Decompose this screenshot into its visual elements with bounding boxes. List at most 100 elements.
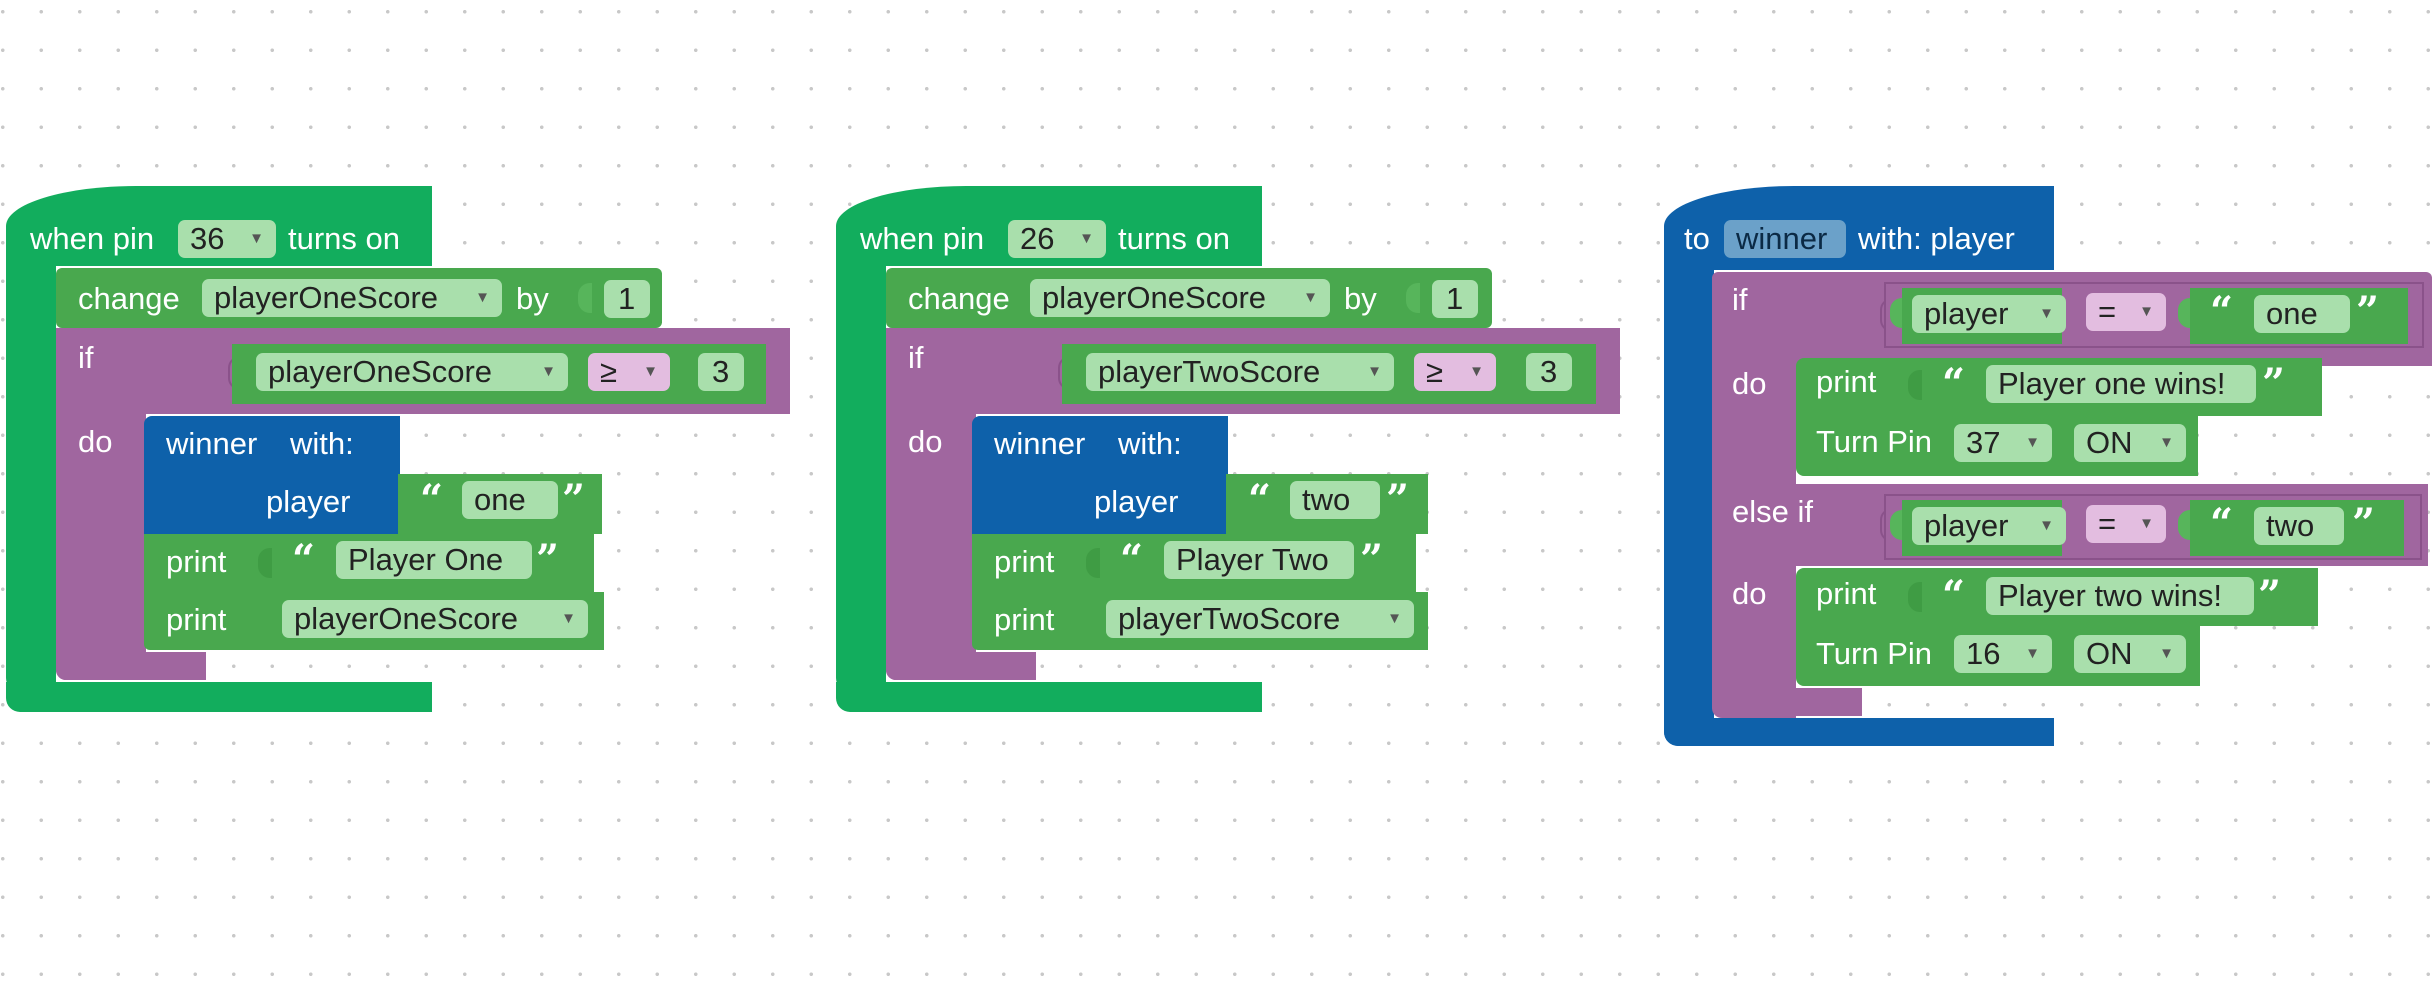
- if-footer: [1712, 688, 1862, 716]
- pin-dropdown[interactable]: 26▼: [1008, 220, 1106, 258]
- variable-value: playerOneScore: [294, 601, 519, 636]
- number-field[interactable]: 1: [604, 280, 650, 318]
- pin-value: 37: [1966, 425, 2001, 460]
- close-quote-icon: ”: [536, 536, 560, 583]
- state-value: ON: [2086, 425, 2133, 460]
- hat-suffix-label: turns on: [1118, 221, 1231, 256]
- input-tab: [2178, 510, 2192, 540]
- call-with-label: with:: [290, 426, 354, 461]
- call-param-label: player: [266, 484, 351, 519]
- procedure-footer: [1664, 718, 2054, 746]
- text-field[interactable]: Player Two: [1164, 541, 1354, 579]
- operator-dropdown[interactable]: =▼: [2086, 293, 2166, 331]
- text-field[interactable]: two: [2254, 507, 2344, 545]
- open-quote-icon: “: [1120, 536, 1144, 583]
- compare-variable-dropdown[interactable]: player▼: [1912, 295, 2066, 333]
- text-value: one: [474, 482, 526, 517]
- else-if-label: else if: [1732, 494, 1813, 529]
- pin-dropdown[interactable]: 16▼: [1954, 635, 2052, 673]
- text-value: Player two wins!: [1998, 578, 2222, 613]
- compare-variable-dropdown[interactable]: player▼: [1912, 507, 2066, 545]
- event-footer: [6, 682, 432, 712]
- close-quote-icon: ”: [2258, 572, 2282, 619]
- pin-dropdown[interactable]: 37 ▼: [1954, 424, 2052, 462]
- compare-variable-dropdown[interactable]: playerOneScore▼: [256, 353, 568, 391]
- operator-dropdown[interactable]: ≥▼: [1414, 353, 1496, 391]
- compare-number-field[interactable]: 3: [1526, 353, 1572, 391]
- text-value: Player Two: [1176, 542, 1329, 577]
- pin-value: 36: [190, 221, 225, 256]
- close-quote-icon: ”: [1386, 476, 1410, 523]
- input-tab: [1908, 370, 1922, 400]
- operator-dropdown[interactable]: ≥▼: [588, 353, 670, 391]
- variable-value: playerTwoScore: [1098, 354, 1321, 389]
- operator-value: =: [2098, 294, 2117, 329]
- variable-value: playerOneScore: [1042, 280, 1267, 315]
- change-label: change: [908, 281, 1010, 316]
- pin-dropdown[interactable]: 36 ▼: [178, 220, 276, 258]
- compare-variable-dropdown[interactable]: playerTwoScore ▼: [1086, 353, 1394, 391]
- if-body-left: [886, 414, 976, 680]
- procedure-name-field[interactable]: winner: [1724, 220, 1846, 258]
- text-field[interactable]: one: [2254, 295, 2350, 333]
- if-footer: [886, 652, 1036, 680]
- change-label: change: [78, 281, 180, 316]
- open-quote-icon: “: [1942, 572, 1966, 619]
- call-param-label: player: [1094, 484, 1179, 519]
- print-variable-dropdown[interactable]: playerOneScore ▼: [282, 600, 588, 638]
- call-winner-block[interactable]: [972, 416, 1228, 534]
- chevron-down-icon: ▼: [2039, 517, 2054, 534]
- call-winner-block[interactable]: [144, 416, 400, 534]
- variable-dropdown[interactable]: playerOneScore ▼: [202, 279, 502, 317]
- chevron-down-icon: ▼: [1367, 363, 1382, 380]
- state-dropdown[interactable]: ON▼: [2074, 635, 2186, 673]
- close-quote-icon: ”: [2262, 360, 2286, 407]
- to-label: to: [1684, 221, 1710, 256]
- text-field[interactable]: Player two wins!: [1986, 577, 2254, 615]
- if-body-left: [56, 414, 146, 680]
- by-label: by: [1344, 281, 1377, 316]
- print-label: print: [994, 544, 1055, 579]
- pin-value: 16: [1966, 636, 2001, 671]
- text-field[interactable]: two: [1290, 481, 1380, 519]
- if-label: if: [1732, 282, 1748, 317]
- text-field[interactable]: one: [462, 481, 558, 519]
- number-field[interactable]: 1: [1432, 280, 1478, 318]
- input-tab: [1908, 582, 1922, 612]
- chevron-down-icon: ▼: [249, 230, 264, 247]
- input-tab: [1086, 548, 1100, 578]
- text-value: two: [2266, 508, 2315, 543]
- text-field[interactable]: Player one wins!: [1986, 365, 2256, 403]
- print-label: print: [994, 602, 1055, 637]
- print-label: print: [166, 602, 227, 637]
- text-value: Player One: [348, 542, 504, 577]
- number-value: 3: [712, 354, 730, 389]
- turn-pin-label: Turn Pin: [1816, 424, 1933, 459]
- state-dropdown[interactable]: ON▼: [2074, 424, 2186, 462]
- chevron-down-icon: ▼: [1387, 610, 1402, 627]
- variable-value: playerOneScore: [214, 280, 439, 315]
- event-body-left: [6, 260, 56, 692]
- compare-number-field[interactable]: 3: [698, 353, 744, 391]
- chevron-down-icon: ▼: [475, 289, 490, 306]
- print-label: print: [166, 544, 227, 579]
- procedure-body-left: [1664, 266, 1714, 746]
- chevron-down-icon: ▼: [561, 610, 576, 627]
- open-quote-icon: “: [1248, 476, 1272, 523]
- text-value: Player one wins!: [1998, 366, 2226, 401]
- procedure-name-value: winner: [1736, 221, 1828, 256]
- variable-dropdown[interactable]: playerOneScore▼: [1030, 279, 1330, 317]
- do-label: do: [1732, 576, 1767, 611]
- call-name-label: winner: [994, 426, 1086, 461]
- operator-dropdown[interactable]: =▼: [2086, 505, 2166, 543]
- input-tab: [1406, 283, 1420, 313]
- chevron-down-icon: ▼: [2025, 434, 2040, 451]
- text-value: two: [1302, 482, 1351, 517]
- if-label: if: [78, 340, 94, 375]
- variable-value: playerOneScore: [268, 354, 493, 389]
- text-field[interactable]: Player One: [336, 541, 532, 579]
- open-quote-icon: “: [420, 476, 444, 523]
- chevron-down-icon: ▼: [643, 363, 658, 380]
- print-variable-dropdown[interactable]: playerTwoScore▼: [1106, 600, 1414, 638]
- chevron-down-icon: ▼: [2039, 305, 2054, 322]
